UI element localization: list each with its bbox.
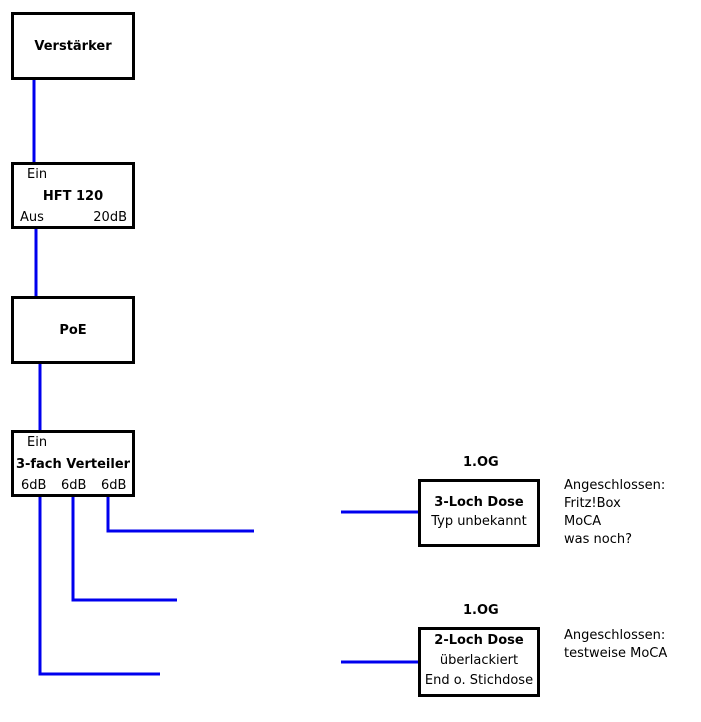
amplifier-box: Verstärker xyxy=(11,12,135,80)
dose1-type: Typ unbekannt xyxy=(431,514,527,529)
splitter-box: Ein 3-fach Verteiler 6dB 6dB 6dB xyxy=(11,430,135,497)
wire-out2 xyxy=(71,497,177,602)
hft-output-label: Aus xyxy=(20,210,44,225)
dose2-note: testweise MoCA xyxy=(564,646,668,661)
dose2-note: Angeschlossen: xyxy=(564,628,666,643)
dose2-type-2: End o. Stichdose xyxy=(424,673,534,688)
dose2-box: 2-Loch Dose überlackiert End o. Stichdos… xyxy=(418,627,540,697)
splitter-output-2: 6dB xyxy=(61,478,87,493)
hft-input-label: Ein xyxy=(27,167,48,182)
splitter-input-label: Ein xyxy=(27,435,48,450)
poe-box: PoE xyxy=(11,296,135,364)
hft-box: Ein HFT 120 Aus 20dB xyxy=(11,162,135,229)
dose1-title: 3-Loch Dose xyxy=(434,495,524,510)
dose2-floor: 1.OG xyxy=(463,603,499,618)
dose1-note: Fritz!Box xyxy=(564,496,621,511)
hft-gain: 20dB xyxy=(93,210,127,225)
dose1-note: was noch? xyxy=(564,532,632,547)
dose1-box: 3-Loch Dose Typ unbekannt xyxy=(418,479,540,547)
dose2-type: überlackiert xyxy=(439,653,519,668)
splitter-output-3: 6dB xyxy=(101,478,127,493)
amplifier-label: Verstärker xyxy=(34,39,112,54)
wire-out1 xyxy=(106,497,254,533)
dose1-floor: 1.OG xyxy=(463,455,499,470)
dose2-title: 2-Loch Dose xyxy=(434,633,524,648)
dose1-note: Angeschlossen: xyxy=(564,478,666,493)
hft-title: HFT 120 xyxy=(42,189,104,204)
dose1-note: MoCA xyxy=(564,514,602,529)
wire-out3 xyxy=(38,497,160,676)
splitter-title: 3-fach Verteiler xyxy=(15,457,131,472)
splitter-output-1: 6dB xyxy=(21,478,47,493)
poe-label: PoE xyxy=(59,323,87,338)
